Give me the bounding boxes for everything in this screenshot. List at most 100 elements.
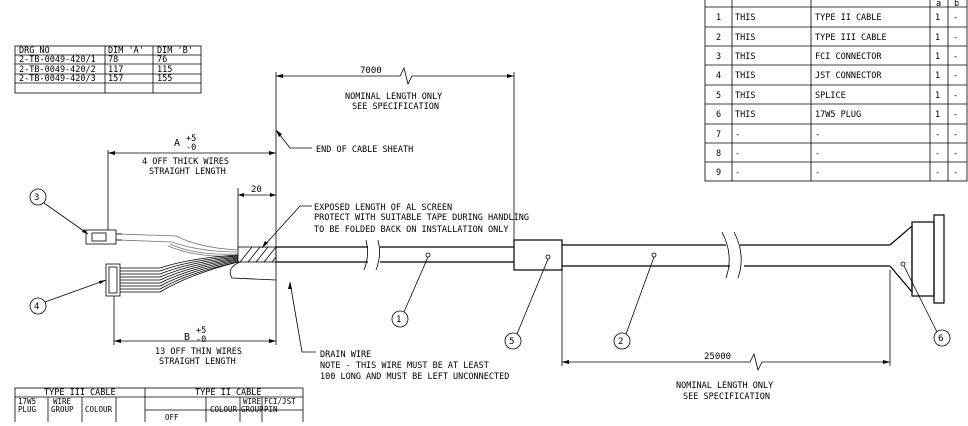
note-screen-text: PROTECT WITH SUITABLE TAPE DURING HANDLI… — [314, 213, 529, 223]
parts-cell: - — [815, 130, 820, 140]
table-header: WIRE — [243, 397, 262, 406]
parts-header-a: a — [936, 0, 941, 9]
parts-cell: SPLICE — [815, 91, 846, 101]
note-drain-text: 100 LONG AND MUST BE LEFT UNCONNECTED — [320, 372, 509, 382]
parts-cell: - — [815, 149, 820, 159]
parts-cell: - — [953, 110, 958, 120]
parts-cell: TYPE II CABLE — [815, 13, 882, 23]
dimension-a: A +5 -0 4 OFF THICK WIRES STRAIGHT LENGT… — [107, 134, 276, 230]
parts-cell: 5 — [716, 91, 721, 101]
wiring-table: TYPE III CABLE TYPE II CABLE 17W5 PLUG W… — [14, 387, 304, 426]
parts-row: 3 THIS FCI CONNECTOR 1 - — [716, 52, 958, 62]
parts-cell: - — [935, 130, 940, 140]
balloon-2: 2 — [613, 256, 655, 350]
table-header: GROUP — [51, 405, 74, 414]
note-drain-text: NOTE - THIS WIRE MUST BE AT LEAST — [320, 361, 489, 371]
parts-cell: 1 — [935, 13, 940, 23]
dim-25000-note: SEE SPECIFICATION — [683, 392, 770, 402]
cable-type-iii — [562, 231, 890, 279]
parts-cell: - — [953, 52, 958, 62]
parts-cell: - — [735, 168, 740, 178]
note-exposed-screen: EXPOSED LENGTH OF AL SCREEN PROTECT WITH… — [261, 203, 529, 249]
parts-cell: - — [815, 168, 820, 178]
balloon-3: 3 — [29, 188, 89, 235]
dim-b-note: 13 OFF THIN WIRES — [155, 347, 242, 357]
balloon-label: 4 — [34, 302, 39, 312]
plug-17w5 — [889, 214, 945, 304]
parts-cell: - — [953, 149, 958, 159]
balloon-label: 6 — [938, 334, 943, 344]
dim-a-note: STRAIGHT LENGTH — [149, 167, 226, 177]
parts-row: 4 THIS JST CONNECTOR 1 - — [716, 71, 958, 81]
balloon-6: 6 — [903, 265, 951, 347]
parts-cell: THIS — [735, 13, 755, 23]
parts-cell: - — [953, 168, 958, 178]
parts-cell: 2 — [716, 33, 721, 43]
dim-7000-note: NOMINAL LENGTH ONLY — [345, 92, 442, 102]
drg-cell: 155 — [157, 74, 172, 84]
parts-cell: 1 — [935, 71, 940, 81]
parts-cell: THIS — [735, 110, 755, 120]
drg-cell: 117 — [108, 65, 123, 75]
dim-a-tol-minus: -0 — [186, 143, 196, 153]
parts-cell: - — [735, 149, 740, 159]
parts-row: 1 THIS TYPE II CABLE 1 - — [716, 13, 958, 23]
cable-type-ii — [237, 239, 514, 271]
splice — [513, 239, 563, 271]
parts-row: 6 THIS 17W5 PLUG 1 - — [716, 110, 958, 120]
table-header: 17W5 — [18, 397, 36, 406]
drg-cell: 2-TB-0049-420/1 — [19, 55, 96, 65]
dim-20-value: 20 — [251, 185, 262, 195]
parts-cell: JST CONNECTOR — [815, 71, 882, 81]
thick-wires — [117, 233, 239, 257]
table-header: GROUP — [241, 405, 264, 414]
drg-header-dimb: DIM 'B' — [157, 46, 193, 56]
table-header: FCI/JST — [264, 397, 296, 406]
table-group-label: TYPE II CABLE — [195, 388, 262, 398]
table-header: COLOUR — [210, 405, 238, 414]
balloon-5: 5 — [504, 258, 549, 350]
dimension-20: 20 — [237, 185, 276, 250]
dim-b-label: B — [184, 332, 190, 343]
parts-cell: 1 — [935, 33, 940, 43]
dim-a-note: 4 OFF THICK WIRES — [142, 157, 229, 167]
parts-cell: - — [953, 71, 958, 81]
parts-cell: - — [953, 33, 958, 43]
parts-header-b: b — [954, 0, 959, 9]
parts-cell: THIS — [735, 91, 755, 101]
dim-b-tol-minus: -0 — [196, 335, 206, 345]
table-header: COLOUR — [85, 405, 113, 414]
dim-a-tol-plus: +5 — [186, 134, 196, 144]
parts-cell: - — [953, 13, 958, 23]
parts-cell: TYPE III CABLE — [815, 33, 887, 43]
drg-header-drgno: DRG NO — [19, 46, 50, 56]
parts-cell: THIS — [735, 33, 755, 43]
drg-cell: 2-TB-0049-420/3 — [19, 74, 96, 84]
dim-b-note: STRAIGHT LENGTH — [159, 357, 236, 367]
note-end-of-cable-sheath: END OF CABLE SHEATH — [275, 129, 413, 155]
parts-cell: 3 — [716, 52, 721, 62]
parts-cell: 1 — [935, 52, 940, 62]
parts-cell: 1 — [716, 13, 721, 23]
balloon-4: 4 — [29, 279, 107, 315]
parts-list-table: a b 1 THIS TYPE II CABLE 1 - 2 THIS TYPE… — [704, 0, 968, 182]
dim-b-tol-plus: +5 — [196, 326, 206, 336]
parts-cell: - — [953, 130, 958, 140]
note-sheath-text: END OF CABLE SHEATH — [316, 145, 413, 155]
drg-cell: 115 — [157, 65, 172, 75]
table-header: OFF — [165, 413, 179, 422]
parts-row: 9 - - - - — [716, 168, 958, 178]
drg-header-dima: DIM 'A' — [108, 46, 144, 56]
dimension-b: B +5 -0 13 OFF THIN WIRES STRAIGHT LENGT… — [113, 296, 277, 367]
parts-cell: - — [935, 168, 940, 178]
drg-cell: 2-TB-0049-420/2 — [19, 65, 96, 75]
table-header: WIRE — [53, 397, 72, 406]
note-screen-text: TO BE FOLDED BACK ON INSTALLATION ONLY — [314, 225, 508, 235]
parts-row: 7 - - - - — [716, 130, 958, 140]
jst-connector — [105, 263, 121, 297]
table-header: PLUG — [18, 405, 37, 414]
parts-cell: THIS — [735, 71, 755, 81]
fci-connector — [85, 229, 122, 245]
parts-row: 5 THIS SPLICE 1 - — [716, 91, 958, 101]
